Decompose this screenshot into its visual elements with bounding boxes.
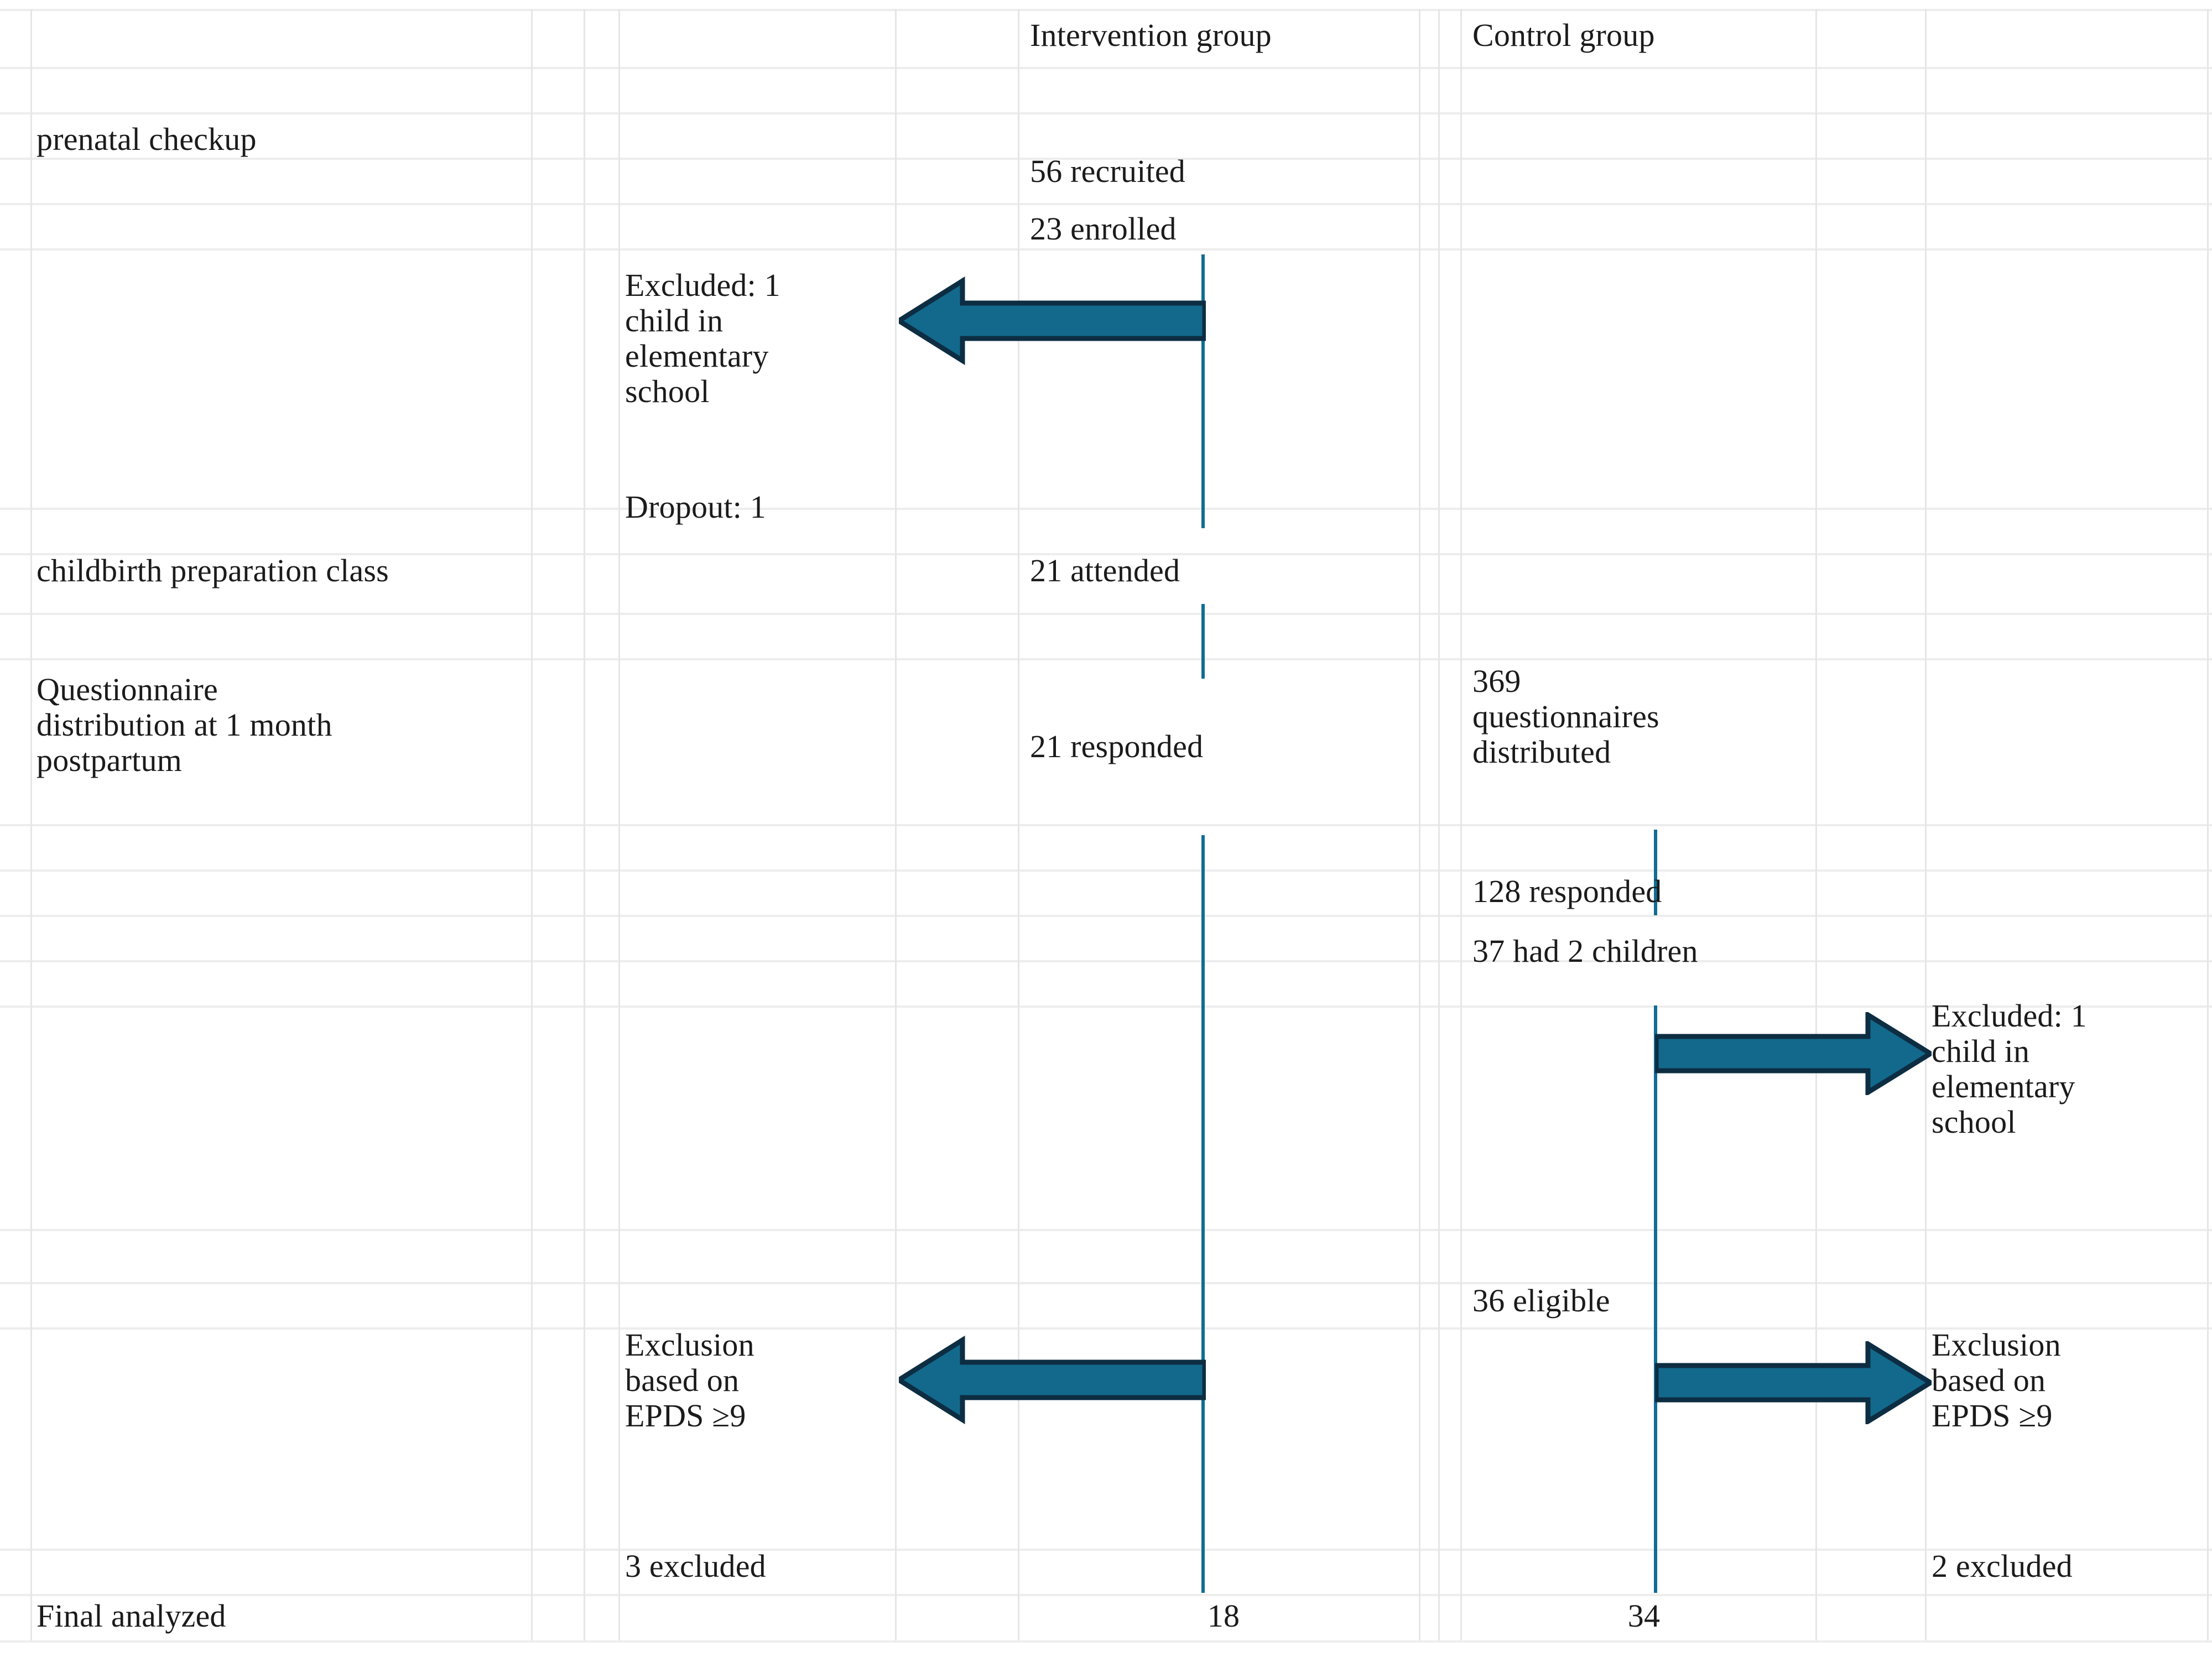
left-arrow-epds-exclusion xyxy=(899,1336,1206,1424)
note-right-excluded-count: 2 excluded xyxy=(1932,1548,2073,1584)
header-control-group: Control group xyxy=(1472,17,1655,53)
note-left-dropout: Dropout: 1 xyxy=(625,489,766,525)
grid-vline xyxy=(1815,9,1817,1640)
value-intervention-enrolled: 23 enrolled xyxy=(1030,211,1177,247)
note-left-epds-exclusion: Exclusion based on EPDS ≥9 xyxy=(625,1327,754,1434)
grid-vline xyxy=(584,9,585,1640)
value-intervention-attended: 21 attended xyxy=(1030,553,1180,588)
grid-vline xyxy=(1419,9,1420,1640)
grid-hline xyxy=(0,869,2212,872)
grid-vline xyxy=(2207,9,2209,1640)
grid-hline xyxy=(0,112,2212,114)
grid-vline xyxy=(1438,9,1440,1640)
value-intervention-recruited: 56 recruited xyxy=(1030,153,1185,189)
left-arrow-excluded-school xyxy=(899,277,1206,365)
grid-hline xyxy=(0,960,2212,962)
stage-label-questionnaire-distribution: Questionnaire distribution at 1 month po… xyxy=(37,671,332,778)
stage-label-prenatal-checkup: prenatal checkup xyxy=(37,121,257,157)
grid-vline xyxy=(531,9,533,1640)
value-intervention-final-analyzed: 18 xyxy=(1207,1598,1240,1634)
connector-intervention-lower xyxy=(1201,835,1205,1593)
grid-vline xyxy=(618,9,620,1640)
grid-hline xyxy=(0,658,2212,660)
note-left-excluded-count: 3 excluded xyxy=(625,1548,766,1584)
connector-control-lower xyxy=(1654,1005,1657,1593)
grid-vline xyxy=(895,9,897,1640)
grid-hline xyxy=(0,508,2212,510)
value-control-distributed: 369 questionnaires distributed xyxy=(1472,663,1659,770)
grid-hline xyxy=(0,1594,2212,1596)
grid-hline xyxy=(0,613,2212,615)
grid-hline xyxy=(0,158,2212,160)
value-intervention-responded: 21 responded xyxy=(1030,728,1204,764)
grid-hline xyxy=(0,915,2212,917)
note-right-epds-exclusion: Exclusion based on EPDS ≥9 xyxy=(1932,1327,2061,1434)
value-control-responded: 128 responded xyxy=(1472,873,1662,909)
grid-hline xyxy=(0,1229,2212,1231)
stage-label-childbirth-class: childbirth preparation class xyxy=(37,553,389,588)
grid-hline xyxy=(0,1282,2212,1284)
note-left-excluded-school: Excluded: 1 child in elementary school xyxy=(625,267,780,409)
grid-hline xyxy=(0,553,2212,555)
grid-hline xyxy=(0,1327,2212,1330)
header-intervention-group: Intervention group xyxy=(1030,17,1272,53)
grid-hline xyxy=(0,9,2212,11)
grid-vline xyxy=(1460,9,1462,1640)
connector-intervention-upper xyxy=(1201,254,1205,528)
grid-hline xyxy=(0,203,2212,205)
grid-vline xyxy=(30,9,32,1640)
grid-vline xyxy=(1018,9,1019,1640)
value-control-eligible: 36 eligible xyxy=(1472,1283,1610,1319)
grid-hline xyxy=(0,1005,2212,1008)
connector-control-upper xyxy=(1654,830,1657,915)
value-control-two-children: 37 had 2 children xyxy=(1472,933,1698,969)
right-arrow-epds-exclusion xyxy=(1655,1341,1932,1424)
stage-label-final-analyzed: Final analyzed xyxy=(37,1598,226,1634)
grid-hline xyxy=(0,824,2212,826)
value-control-final-analyzed: 34 xyxy=(1627,1598,1661,1634)
grid-vline xyxy=(1925,9,1927,1640)
connector-intervention-mid xyxy=(1201,604,1205,679)
grid-hline xyxy=(0,1549,2212,1551)
grid-hline xyxy=(0,67,2212,69)
right-arrow-excluded-school xyxy=(1655,1012,1932,1095)
grid-hline xyxy=(0,1640,2212,1643)
grid-hline xyxy=(0,248,2212,251)
note-right-excluded-school: Excluded: 1 child in elementary school xyxy=(1932,998,2087,1140)
